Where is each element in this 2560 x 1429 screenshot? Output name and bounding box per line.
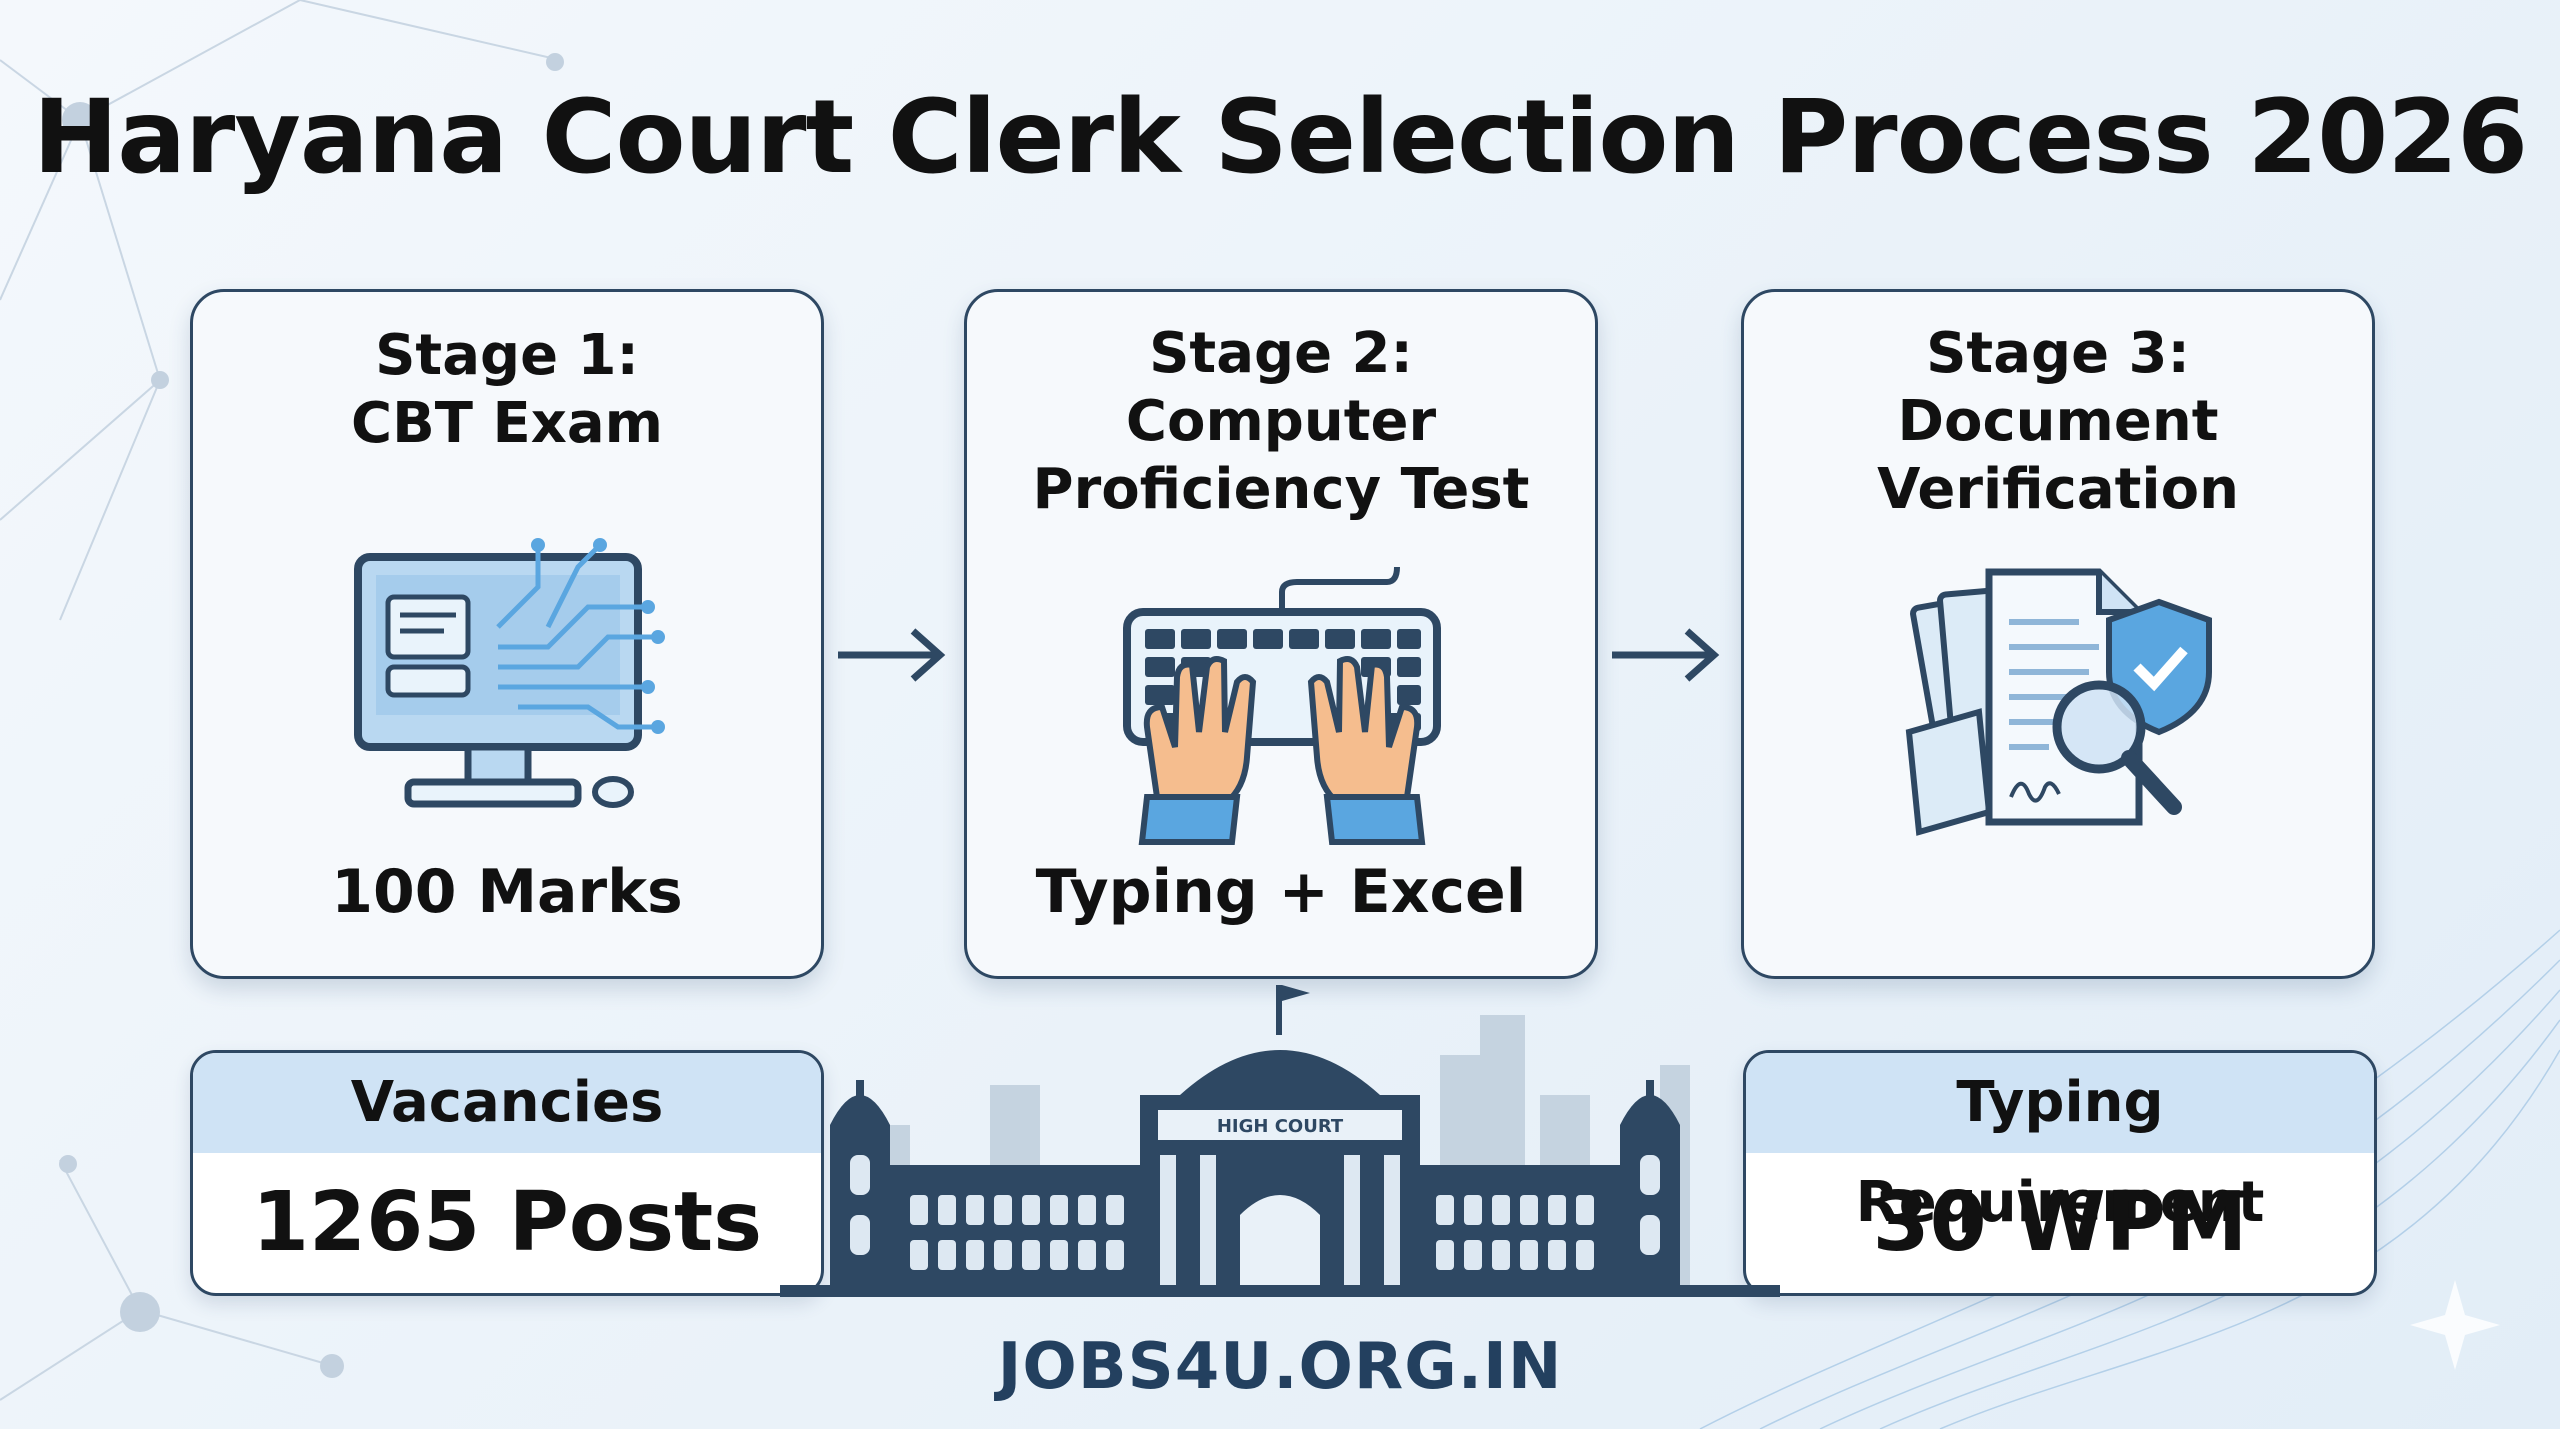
- footer-website[interactable]: JOBS4U.ORG.IN: [997, 1330, 1563, 1404]
- stage-1-detail: 100 Marks: [331, 857, 683, 927]
- vacancies-value: 1265 Posts: [251, 1175, 763, 1270]
- stage-2-heading: Stage 2: Computer Proficiency Test: [1032, 321, 1530, 522]
- vacancies-box: Vacancies 1265 Posts: [190, 1050, 824, 1296]
- document-verification-icon: [1905, 568, 2212, 836]
- arrow-right-icon: [1612, 628, 1720, 682]
- stage-1-heading: Stage 1: CBT Exam: [351, 323, 663, 456]
- building-sign-text: HIGH COURT: [1217, 1116, 1344, 1137]
- stage-card-2: Stage 2: Computer Proficiency Test Typin…: [964, 289, 1598, 979]
- stage-3-heading: Stage 3: Document Verification: [1877, 321, 2239, 522]
- page-title: Haryana Court Clerk Selection Process 20…: [32, 78, 2528, 197]
- stage-2-detail: Typing + Excel: [1035, 857, 1527, 927]
- stage-card-1: Stage 1: CBT Exam 100 Marks: [190, 289, 824, 979]
- computer-circuit-icon: [354, 538, 665, 808]
- typing-requirement-box: Typing Requirement 30 WPM: [1743, 1050, 2377, 1296]
- typing-requirement-label: Typing Requirement: [1746, 1053, 2374, 1235]
- arrow-right-icon: [838, 628, 946, 682]
- vacancies-label: Vacancies: [193, 1053, 821, 1153]
- keyboard-typing-icon: [1123, 566, 1441, 845]
- stage-card-3: Stage 3: Document Verification: [1741, 289, 2375, 979]
- typing-requirement-value: 30 WPM: [1872, 1175, 2248, 1270]
- high-court-building-illustration: HIGH COURT: [780, 985, 1780, 1297]
